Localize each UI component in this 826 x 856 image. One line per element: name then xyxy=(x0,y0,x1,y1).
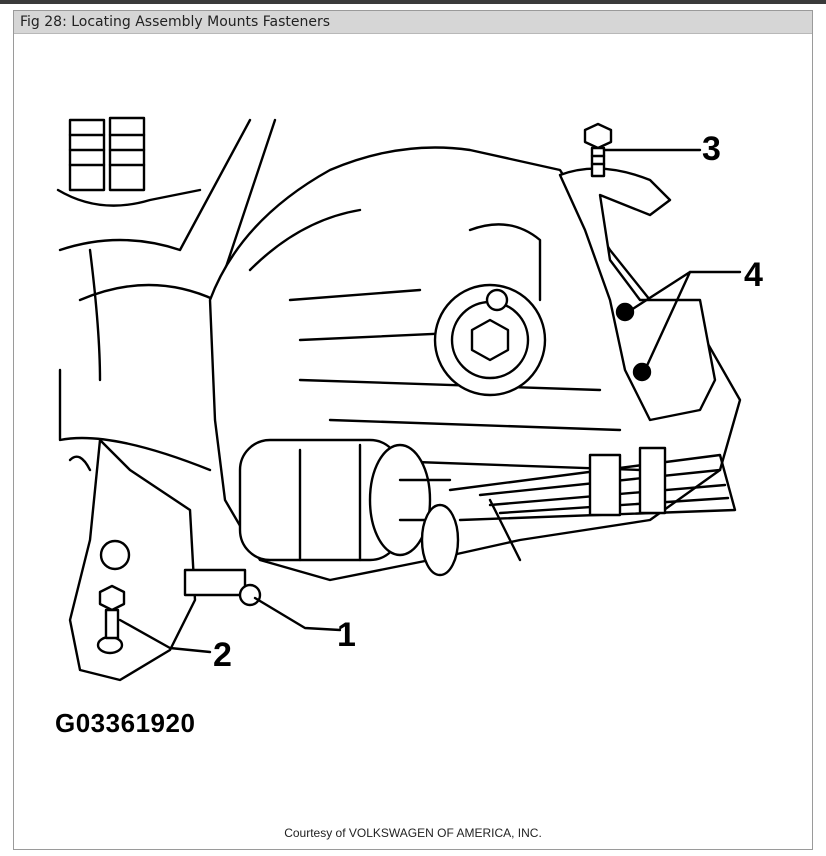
housing-ribs xyxy=(248,208,642,472)
right-bracket xyxy=(558,167,717,422)
courtesy-credit: Courtesy of VOLKSWAGEN OF AMERICA, INC. xyxy=(284,826,542,840)
callout-1: 1 xyxy=(337,616,356,654)
figure-id: G03361920 xyxy=(55,708,196,738)
left-bracket xyxy=(68,438,197,682)
bolt-3 xyxy=(583,122,613,178)
bolt-2 xyxy=(98,584,126,640)
figure-title: Fig 28: Locating Assembly Mounts Fastene… xyxy=(20,14,331,30)
frame-rail-left xyxy=(58,248,212,472)
wiring-harness xyxy=(448,446,737,562)
coolant-hose xyxy=(58,118,277,302)
callout-3: 3 xyxy=(702,130,721,168)
starter-motor xyxy=(238,438,460,577)
leader-lines xyxy=(118,148,742,654)
callout-2: 2 xyxy=(213,636,232,674)
engine-studs xyxy=(56,116,202,207)
center-mount-boss xyxy=(433,223,547,397)
callout-4: 4 xyxy=(744,256,763,294)
top-border xyxy=(0,0,826,4)
title-bar: Fig 28: Locating Assembly Mounts Fastene… xyxy=(14,11,812,34)
bolt-1 xyxy=(183,568,262,607)
